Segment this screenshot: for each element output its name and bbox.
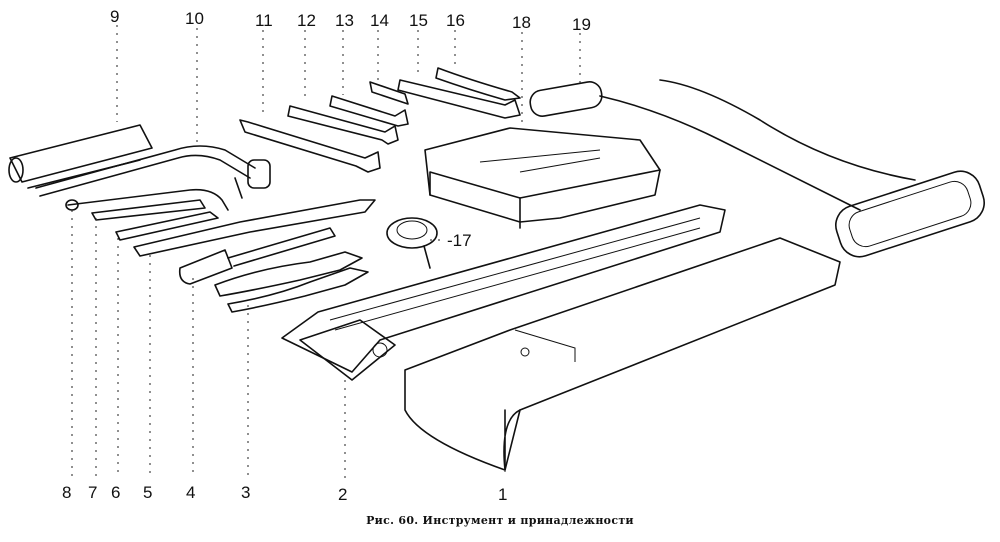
spanner-12 (287, 105, 399, 145)
pin-7 (91, 199, 206, 221)
callout-9: 9 (110, 7, 119, 26)
jack-2 (281, 204, 726, 381)
spanner-11 (239, 119, 381, 173)
tube-wrench-9 (8, 124, 153, 189)
callout-13: 13 (335, 11, 354, 30)
callout-5: 5 (143, 483, 152, 502)
jack-case-1 (404, 237, 841, 471)
leader-lines (71, 25, 581, 478)
spanner-13 (329, 95, 409, 127)
pliers-3 (214, 251, 369, 313)
callout-8: 8 (62, 483, 71, 502)
callout-19: 19 (572, 15, 591, 34)
callout-18: 18 (512, 13, 531, 32)
callout-15: 15 (409, 11, 428, 30)
callout-14: 14 (370, 11, 389, 30)
cranked-wrench-10 (35, 145, 271, 199)
pump-19 (529, 79, 985, 258)
callout-12: 12 (297, 11, 316, 30)
spanner-16 (435, 67, 521, 101)
spanner-14 (369, 81, 409, 105)
spanner-15 (397, 79, 521, 119)
callout-6: 6 (111, 483, 120, 502)
callout-16: 16 (446, 11, 465, 30)
callout-11: 11 (255, 11, 273, 30)
pressure-gauge-17 (386, 217, 438, 269)
tyre-lever-5 (133, 199, 376, 257)
callout-3: 3 (241, 483, 250, 502)
callout-10: 10 (185, 9, 204, 28)
screwdriver-handle-4 (178, 227, 336, 285)
callout-17: -17 (447, 231, 472, 250)
callout-4: 4 (186, 483, 195, 502)
callout-2: 2 (338, 485, 347, 504)
tool-bag-18 (424, 127, 661, 229)
figure-caption: Рис. 60. Инструмент и принадлежности (366, 514, 634, 527)
callout-1: 1 (498, 485, 507, 504)
callout-7: 7 (88, 483, 97, 502)
screwdriver-6 (115, 211, 219, 241)
